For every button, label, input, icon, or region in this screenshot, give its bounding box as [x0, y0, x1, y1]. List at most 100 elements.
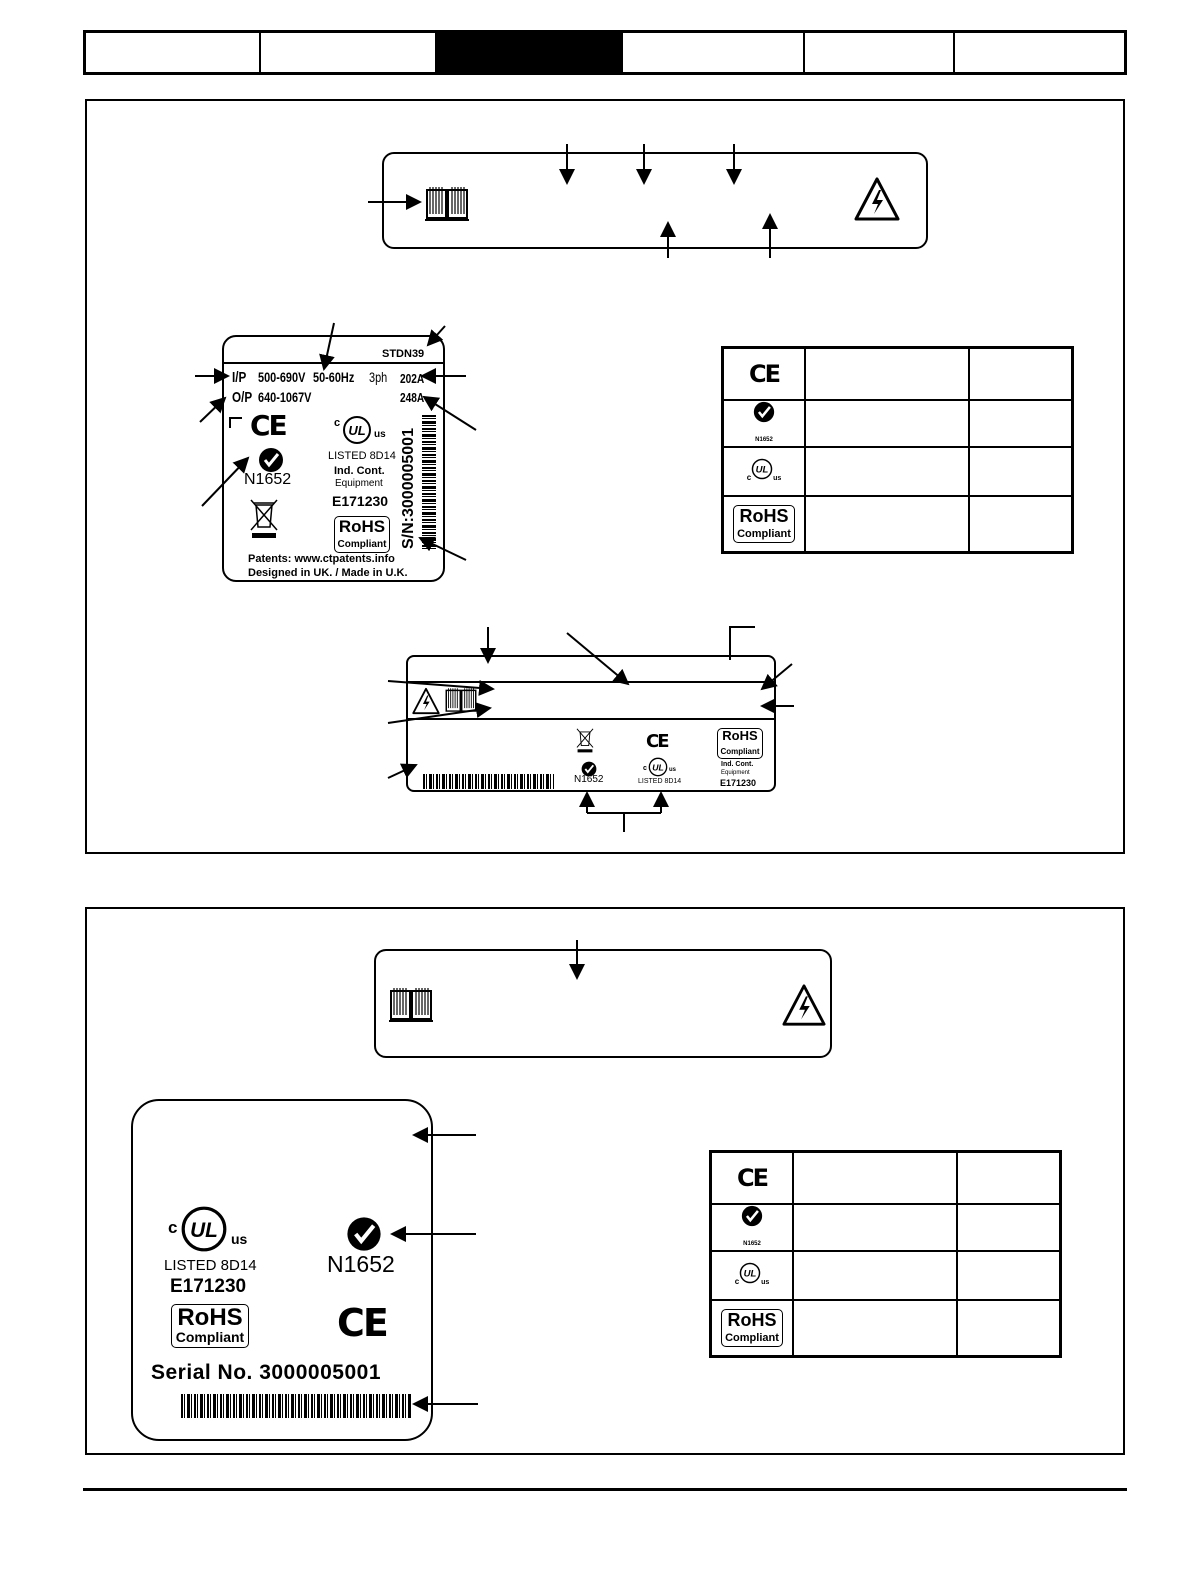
date-code: STDN39	[382, 348, 425, 360]
cert-row-ce: CE	[709, 1150, 794, 1205]
ind-line2: Equipment	[721, 770, 750, 776]
patents-text: Patents: www.ctpatents.info	[248, 553, 395, 565]
ul-logo-icon: UL	[751, 458, 773, 480]
electric-hazard-icon	[412, 687, 440, 715]
ip-current: 202A	[400, 371, 425, 386]
cert-cell	[792, 1298, 958, 1358]
rohs-text: RoHS	[727, 1309, 777, 1330]
ul-listed: LISTED 8D14	[638, 778, 682, 785]
cert-cell	[956, 1202, 1062, 1253]
ul-suffix: us	[773, 475, 782, 483]
barcode	[423, 774, 554, 789]
cert-row-ctick: N1652	[721, 398, 806, 449]
ul-logo-icon: UL	[739, 1262, 761, 1284]
cert-cell	[956, 1150, 1062, 1205]
ul-ind-line2: Equipment	[335, 478, 383, 489]
rohs-compliant-text: Compliant	[175, 1329, 245, 1345]
cert-cell	[968, 346, 1074, 401]
book-icon	[389, 988, 433, 1022]
rohs-compliant-text: Compliant	[720, 747, 760, 756]
rohs-text: RoHS	[338, 517, 386, 536]
ul-logo-icon: UL	[181, 1206, 227, 1252]
cert-cell	[792, 1250, 958, 1301]
cert-cell	[804, 398, 970, 449]
ul-logo-icon: UL	[343, 416, 371, 444]
ce-mark: CE	[736, 1164, 769, 1192]
ul-suffix: us	[374, 429, 386, 440]
ul-file: E171230	[332, 493, 389, 509]
ul-suffix: us	[231, 1231, 248, 1247]
svg-text:UL: UL	[190, 1219, 218, 1242]
rohs-badge: RoHS Compliant	[717, 728, 763, 759]
c-tick-icon	[741, 1206, 763, 1227]
cert-cell	[804, 494, 970, 554]
c-tick-icon	[753, 402, 775, 423]
ul-file: E171230	[720, 778, 757, 788]
ip-voltage: 500-690V	[258, 369, 306, 385]
header-tab-active[interactable]	[437, 33, 623, 72]
cert-cell	[804, 346, 970, 401]
cert-cell	[968, 398, 1074, 449]
ul-prefix: c	[746, 473, 752, 483]
rohs-text: RoHS	[177, 1304, 243, 1331]
approval-label-3	[374, 949, 832, 1058]
cert-cell	[956, 1298, 1062, 1358]
ul-prefix: c	[334, 417, 341, 429]
cert-cell	[956, 1250, 1062, 1301]
product-label: c UL us LISTED 8D14 E171230 RoHS Complia…	[131, 1099, 433, 1441]
label2-divider-top	[408, 681, 774, 683]
c-tick-icon	[347, 1217, 381, 1251]
cert-cell	[968, 446, 1074, 497]
ul-ind-line1: Ind. Cont.	[334, 465, 385, 477]
svg-text:UL: UL	[348, 423, 365, 438]
footer-rule	[83, 1488, 1127, 1491]
ce-mark: CE	[748, 360, 781, 388]
cert-row-ce: CE	[721, 346, 806, 401]
header-tab-2[interactable]	[261, 33, 437, 72]
c-tick-icon	[259, 448, 283, 472]
ip-frequency: 50-60Hz	[313, 369, 355, 385]
ul-listed: LISTED 8D14	[328, 450, 396, 462]
cert-cell	[792, 1150, 958, 1205]
header-tab-bar	[83, 30, 1127, 75]
electric-hazard-icon	[854, 177, 900, 221]
ctick-code: N1652	[574, 774, 604, 785]
ul-prefix: c	[734, 1277, 740, 1287]
approval-label-2: CE RoHS Compliant N1652 c UL us LISTED 8…	[406, 655, 776, 792]
svg-text:UL: UL	[652, 762, 664, 772]
header-tab-5[interactable]	[805, 33, 955, 72]
header-tab-1[interactable]	[86, 33, 261, 72]
serial-number: Serial No. 3000005001	[151, 1361, 381, 1384]
cert-cell	[968, 494, 1074, 554]
ul-listed: LISTED 8D14	[164, 1257, 257, 1274]
rohs-compliant-text: Compliant	[725, 1331, 779, 1344]
rating-label: STDN39 I/P 500-690V 50-60Hz 3ph 202A O/P…	[222, 335, 445, 582]
label2-divider-mid	[408, 718, 774, 720]
cert-row-ctick: N1652	[709, 1202, 794, 1253]
approval-label-1	[382, 152, 928, 249]
c-tick-icon	[581, 761, 597, 777]
rohs-text: RoHS	[739, 505, 789, 526]
rohs-badge: RoHS Compliant	[171, 1304, 249, 1348]
ip-prefix: I/P	[232, 369, 247, 386]
cert-cell	[804, 446, 970, 497]
designed-text: Designed in UK. / Made in U.K.	[248, 567, 408, 579]
header-tab-4[interactable]	[623, 33, 805, 72]
ul-suffix: us	[669, 767, 677, 773]
figure-panel-2	[85, 907, 1125, 1455]
ce-mark: CE	[337, 1301, 389, 1345]
rohs-compliant-text: Compliant	[737, 527, 791, 540]
ctick-code: N1652	[327, 1251, 395, 1277]
ctick-code: N1652	[244, 471, 292, 488]
ind-line1: Ind. Cont.	[721, 761, 754, 768]
barcode-vertical	[422, 415, 436, 551]
figure-panel-1	[85, 99, 1125, 854]
barcode	[181, 1394, 411, 1418]
